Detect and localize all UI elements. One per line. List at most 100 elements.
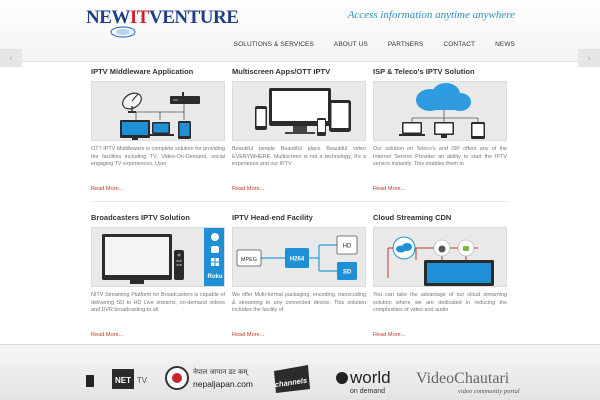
- card-title: IPTV Middleware Application: [91, 67, 194, 76]
- card-description: We offer Multi-format packaging, encodin…: [232, 292, 366, 314]
- remote-control-icon: [174, 250, 184, 280]
- videochautari-sub-text: video community portal: [458, 388, 520, 395]
- partner-logos: NET TV नेपाल जापान डट कम् nepaljapan.com…: [86, 365, 520, 395]
- cloud-icon: [392, 236, 416, 260]
- card-description: OTT IPTV Middleware is complete solution…: [91, 146, 225, 168]
- read-more-link[interactable]: Read More...: [91, 332, 124, 338]
- satellite-dish-icon: [122, 92, 142, 113]
- card-image: [91, 81, 225, 141]
- cloud-icon: [416, 83, 471, 111]
- card-image: [232, 81, 366, 141]
- card-description: NITV Streaming Platform for Broadcasters…: [91, 292, 225, 314]
- multiscreen-devices-icon: [233, 82, 365, 140]
- nepaljapan-native-text: नेपाल जापान डट कम्: [193, 367, 249, 376]
- settop-box-icon: [170, 92, 200, 104]
- nav-about-us[interactable]: ABOUT US: [333, 41, 368, 48]
- nettv-net-text: NET: [115, 376, 131, 385]
- smartphone-icon: [255, 106, 267, 130]
- middleware-diagram-icon: [92, 82, 224, 140]
- card-title: Multiscreen Apps/OTT IPTV: [232, 67, 331, 76]
- hd-label: HD: [343, 244, 352, 250]
- card-image: MPEG H264 HD SD: [232, 227, 366, 287]
- on-demand-text: on demand: [350, 388, 385, 395]
- partial-partner-logo: [86, 375, 94, 387]
- monitor-icon: [434, 122, 454, 138]
- solution-card-multiscreen: Multiscreen Apps/OTT IPTV Bea: [232, 67, 366, 195]
- card-image: Roku: [91, 227, 225, 287]
- roku-logo: Roku: [208, 274, 223, 280]
- mpeg-box: MPEG: [236, 249, 262, 267]
- hd-box: HD: [336, 235, 358, 255]
- channels-text: channels: [274, 376, 307, 389]
- headend-flow-diagram: MPEG H264 HD SD: [233, 228, 365, 286]
- h264-label: H264: [290, 257, 305, 263]
- nepaljapan-text: nepaljapan.com: [193, 379, 253, 389]
- tv-icon: [102, 234, 172, 284]
- read-more-link[interactable]: Read More...: [373, 186, 406, 192]
- solution-card-iptv-middleware: IPTV Middleware Application: [91, 67, 225, 195]
- site-logo[interactable]: NEWITVENTURE: [86, 7, 239, 42]
- solution-card-broadcasters: Broadcasters IPTV Solution: [91, 213, 225, 341]
- logo-word-new: NEW: [86, 7, 130, 28]
- card-title: Cloud Streaming CDN: [373, 213, 452, 222]
- nettv-logo[interactable]: NET TV: [112, 369, 148, 389]
- monitor-icon: [269, 88, 331, 134]
- platform-strip: [204, 228, 224, 286]
- android-icon: [211, 246, 219, 253]
- sd-label: SD: [343, 270, 352, 276]
- world-on-demand-logo[interactable]: world on demand: [336, 368, 391, 395]
- tv-icon: [424, 260, 494, 286]
- world-text: world: [349, 368, 391, 387]
- read-more-link[interactable]: Read More...: [373, 332, 406, 338]
- nav-partners[interactable]: PARTNERS: [387, 41, 424, 48]
- card-title: ISP & Teleco's IPTV Solution: [373, 67, 475, 76]
- android-icon: [457, 239, 475, 257]
- site-tagline: Access information anytime anywhere: [347, 9, 515, 21]
- small-phone-icon: [317, 118, 326, 136]
- tablet-icon: [329, 100, 351, 132]
- videochautari-text: VideoChautari: [416, 370, 510, 387]
- nav-news[interactable]: NEWS: [495, 41, 515, 48]
- nettv-tv-text: TV: [137, 376, 148, 385]
- logo-word-it: IT: [129, 7, 150, 28]
- mpeg-label: MPEG: [241, 257, 257, 263]
- solution-card-cloud-cdn: Cloud Streaming CDN: [373, 213, 507, 341]
- card-title: IPTV Head-end Facility: [232, 213, 313, 222]
- cloud-devices-icon: [374, 82, 506, 140]
- solution-card-headend: IPTV Head-end Facility MPEG H264 HD: [232, 213, 366, 341]
- main-nav: SOLUTIONS & SERVICES ABOUT US PARTNERS C…: [224, 41, 515, 48]
- card-title: Broadcasters IPTV Solution: [91, 213, 190, 222]
- logo-wordmark: NEWITVENTURE: [86, 7, 239, 28]
- read-more-link[interactable]: Read More...: [232, 332, 265, 338]
- slider-next-button[interactable]: ›: [578, 49, 600, 67]
- card-image: [373, 227, 507, 287]
- cloud-cdn-diagram: [374, 228, 506, 286]
- partners-carousel: NET TV नेपाल जापान डट कम् nepaljapan.com…: [0, 344, 600, 400]
- tablet-icon: [471, 122, 485, 139]
- card-description: Beautiful people Beautiful place Beautif…: [232, 146, 366, 168]
- windows-icon: [211, 258, 219, 266]
- site-header: NEWITVENTURE Access information anytime …: [0, 0, 600, 62]
- nepaljapan-logo[interactable]: नेपाल जापान डट कम् nepaljapan.com: [165, 366, 253, 390]
- tv-icon: [120, 120, 150, 140]
- nav-contact[interactable]: CONTACT: [443, 41, 476, 48]
- videochautari-logo[interactable]: VideoChautari video community portal: [416, 370, 520, 395]
- chevron-right-icon: ›: [587, 52, 591, 64]
- sd-box: SD: [337, 262, 357, 280]
- card-description: You can take the advantage of our cloud …: [373, 292, 507, 314]
- card-description: Our solution on Teleco's and ISP offers …: [373, 146, 507, 168]
- read-more-link[interactable]: Read More...: [91, 186, 124, 192]
- apple-icon: [433, 239, 451, 257]
- slider-prev-button[interactable]: ‹: [0, 49, 22, 67]
- read-more-link[interactable]: Read More...: [232, 186, 265, 192]
- apple-icon: [211, 233, 219, 241]
- chevron-left-icon: ‹: [9, 52, 13, 64]
- solution-card-isp-teleco: ISP & Teleco's IPTV Solution: [373, 67, 507, 195]
- card-image: [373, 81, 507, 141]
- channels-logo[interactable]: channels: [274, 365, 310, 393]
- tablet-icon: [178, 121, 191, 139]
- laptop-icon: [399, 122, 425, 136]
- nav-solutions-services[interactable]: SOLUTIONS & SERVICES: [233, 41, 314, 48]
- laptop-icon: [148, 122, 174, 136]
- row-divider: [91, 201, 509, 202]
